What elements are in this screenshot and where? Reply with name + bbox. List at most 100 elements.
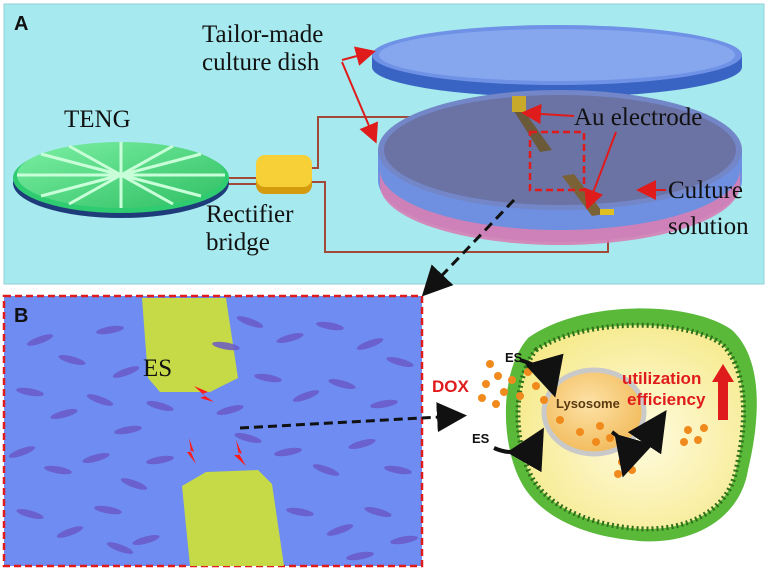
panel-b-letter: B — [14, 305, 28, 327]
cell-shape — [328, 379, 356, 389]
cell-shape — [386, 357, 414, 367]
solution-label-line2: solution — [668, 213, 749, 240]
cell-shape — [114, 425, 142, 435]
cell-shape — [8, 446, 36, 458]
dox-dot — [614, 470, 622, 478]
electrode-arrow-top — [521, 103, 575, 124]
teng-sectors — [17, 142, 225, 208]
dish-arrow-base — [341, 61, 378, 144]
dox-dot — [700, 424, 708, 432]
dox-dot — [524, 368, 532, 376]
dox-dot — [592, 438, 600, 446]
cell-shape — [82, 453, 110, 463]
cell-shape — [356, 338, 384, 350]
cell-shape — [44, 465, 72, 475]
dox-dot — [680, 438, 688, 446]
increase-arrow-icon — [712, 364, 734, 420]
dox-dot — [508, 376, 516, 384]
cell-shape — [112, 366, 140, 378]
culture-dish-lid — [372, 25, 742, 97]
electric-stimulation-bolts — [187, 386, 246, 466]
cell-shape — [364, 507, 392, 517]
utilization-label-line2: efficiency — [627, 390, 706, 409]
cell-shape — [86, 394, 114, 406]
cell-shape — [384, 465, 412, 475]
cell-shape — [50, 409, 78, 419]
dox-dot — [500, 388, 508, 396]
cell-shape — [212, 341, 240, 351]
rectifier-label-line1: Rectifier — [206, 201, 294, 228]
cell-shape — [26, 334, 54, 346]
zoom-connector-arrow — [421, 198, 516, 297]
cell-shape — [146, 401, 174, 411]
dox-dot — [684, 426, 692, 434]
cell-shape — [56, 526, 84, 538]
teng-label: TENG — [64, 106, 131, 133]
bolt-icon — [194, 386, 214, 402]
cell-shape — [106, 542, 134, 554]
cell-shape — [16, 509, 44, 519]
dox-dot — [576, 428, 584, 436]
dox-dot — [596, 422, 604, 430]
electrode-arrow-bottom — [584, 131, 617, 210]
dox-dot — [606, 434, 614, 442]
cell-shape — [132, 535, 160, 545]
electrode-pad-bottom — [182, 470, 284, 566]
bolt-icon — [234, 440, 246, 466]
cell-shape — [16, 387, 44, 397]
dox-dot — [492, 400, 500, 408]
cell-shape — [120, 478, 148, 490]
cell-shape — [390, 535, 418, 545]
electrode-label: Au electrode — [574, 104, 702, 131]
cell-shape — [348, 439, 376, 449]
electrode-pad-top — [142, 298, 238, 392]
rectifier-label-line2: bridge — [206, 229, 270, 256]
lysosome-label: Lysosome — [556, 396, 620, 411]
dox-dot — [694, 436, 702, 444]
cell-shape — [370, 399, 398, 409]
zoom-region-box — [528, 130, 586, 192]
dox-dot — [482, 380, 490, 388]
dish-label-line1: Tailor-made — [202, 21, 323, 48]
cell-shape — [254, 373, 282, 383]
cell-shape — [312, 464, 340, 476]
rectifier-bridge — [256, 155, 312, 194]
cell-shape — [236, 316, 264, 328]
es-bottom-label: ES — [472, 431, 490, 446]
teng-device — [13, 142, 229, 218]
es-top-label: ES — [505, 350, 523, 365]
transport-arrows — [493, 353, 667, 478]
panel-b: B ES Lysosome DOX ES ES — [2, 294, 757, 568]
dox-dot — [478, 394, 486, 402]
cell-shape — [274, 447, 302, 457]
cell-cluster — [8, 316, 418, 561]
cell-shape — [146, 455, 174, 465]
solution-label-line1: Culture — [668, 177, 743, 204]
dox-dot — [494, 372, 502, 380]
dox-dot — [628, 466, 636, 474]
cell-shape — [286, 507, 314, 517]
cell-illustration: Lysosome — [505, 308, 757, 542]
dish-arrow-lid — [341, 46, 376, 66]
dox-label: DOX — [432, 377, 470, 396]
cell-shape — [292, 390, 320, 402]
utilization-label-line1: utilization — [622, 369, 701, 388]
cell-shape — [346, 551, 374, 561]
dox-dot — [516, 392, 524, 400]
cell-shape — [276, 333, 304, 343]
panel-a-letter: A — [14, 13, 28, 35]
cell-zoom-arrow — [239, 402, 467, 433]
cell-shape — [326, 524, 354, 536]
cell-shape — [96, 325, 124, 335]
cell-shape — [316, 321, 344, 331]
dox-dot — [556, 416, 564, 424]
cell-shape — [234, 433, 262, 443]
panel-a: A — [3, 3, 765, 285]
cell-shape — [94, 505, 122, 515]
dox-dot — [540, 396, 548, 404]
es-main-label: ES — [143, 355, 172, 382]
cell-shape — [216, 405, 244, 415]
dox-dot — [532, 382, 540, 390]
dish-label-line2: culture dish — [202, 49, 320, 76]
